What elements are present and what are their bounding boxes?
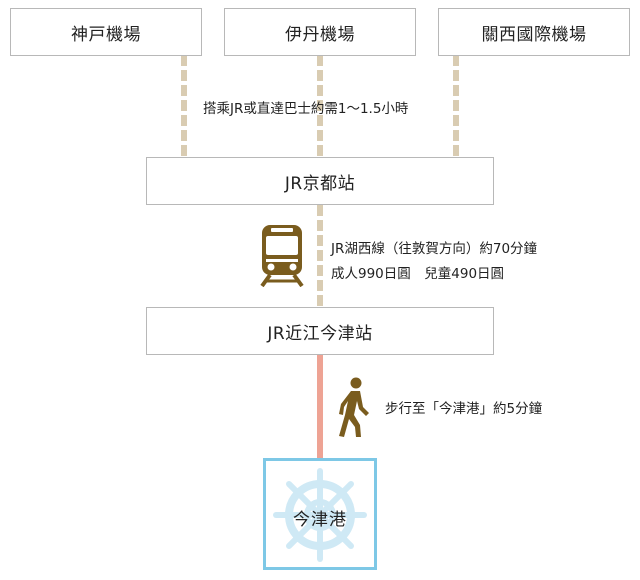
airport-itami: 伊丹機場 — [224, 8, 416, 56]
airport-kansai: 關西國際機場 — [438, 8, 630, 56]
port-imazu-label: 今津港 — [293, 510, 347, 530]
route-walk-to-port — [317, 355, 323, 458]
station-omiimazu-label: JR近江今津站 — [267, 323, 373, 344]
leg3-note: 步行至「今津港」約5分鐘 — [385, 401, 543, 417]
station-kyoto-label: JR京都站 — [284, 173, 356, 194]
route-kobe-kyoto — [181, 55, 187, 157]
leg1-note: 搭乘JR或直達巴士約需1～1.5小時 — [203, 101, 409, 117]
port-imazu: 今津港 — [263, 458, 377, 570]
leg2-note-route: JR湖西線（往敦賀方向）約70分鐘 — [331, 241, 538, 257]
route-kansai-kyoto — [453, 55, 459, 157]
airport-itami-label: 伊丹機場 — [285, 24, 355, 45]
station-kyoto: JR京都站 — [146, 157, 494, 205]
train-icon — [258, 225, 306, 288]
leg2-note-fare: 成人990日圓 兒童490日圓 — [331, 266, 505, 282]
station-omiimazu: JR近江今津站 — [146, 307, 494, 355]
route-itami-kyoto — [317, 55, 323, 157]
walking-person-icon — [336, 377, 372, 439]
airport-kobe-label: 神戸機場 — [71, 24, 141, 45]
route-kyoto-omiimazu — [317, 205, 323, 307]
airport-kobe: 神戸機場 — [10, 8, 202, 56]
airport-kansai-label: 關西國際機場 — [481, 24, 587, 45]
ship-wheel-icon — [273, 468, 367, 562]
